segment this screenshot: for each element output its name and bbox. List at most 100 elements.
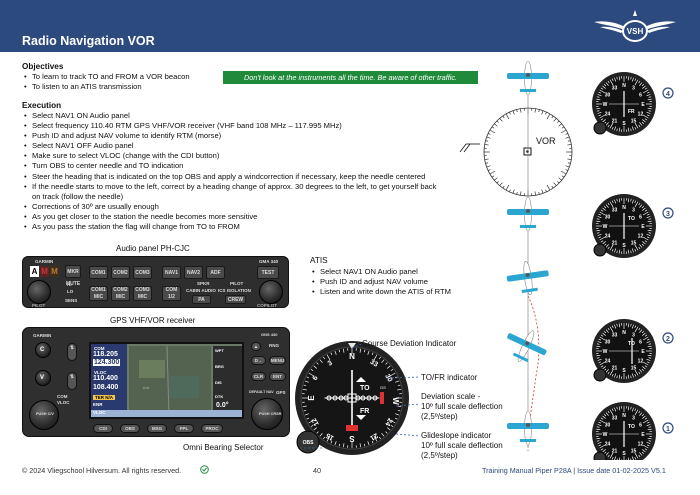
- compass-tick: [394, 417, 398, 420]
- push-cv-knob[interactable]: [29, 400, 59, 430]
- crew-button[interactable]: CREW: [225, 295, 246, 304]
- compass-tick: [631, 456, 634, 460]
- compass-tick: [627, 374, 630, 379]
- compass-tick: [648, 343, 652, 345]
- annotation-leaders: [300, 343, 421, 449]
- proc-button[interactable]: PROC: [201, 424, 223, 433]
- copilot-volume-knob[interactable]: [259, 280, 283, 304]
- mini-dial-label: 30: [605, 423, 611, 429]
- compass-tick: [596, 345, 601, 348]
- nav2-button[interactable]: NAV2: [184, 266, 203, 279]
- direct-to-button[interactable]: D→: [251, 356, 266, 365]
- compass-tick: [641, 451, 645, 455]
- compass-tick: [631, 126, 634, 131]
- zoom-in-button[interactable]: ▲: [251, 342, 261, 351]
- compass-tick: [609, 326, 614, 333]
- pilot-volume-knob[interactable]: [27, 280, 51, 304]
- compass-tick: [614, 373, 617, 378]
- compass-tick: [303, 409, 307, 412]
- com3-button[interactable]: COM3: [133, 266, 152, 279]
- compass-tick: [602, 85, 606, 89]
- compass-tick: [611, 200, 614, 204]
- test-button[interactable]: TEST: [257, 266, 279, 279]
- fpl-button[interactable]: FPL: [174, 424, 194, 433]
- compass-tick: [602, 415, 606, 419]
- compass-tick: [631, 248, 634, 253]
- cdi-button[interactable]: CDI: [93, 424, 113, 433]
- compass-tick: [596, 440, 600, 442]
- compass-tick: [596, 107, 601, 110]
- list-item-continued: on track (follow the needle): [32, 191, 124, 201]
- ent-button[interactable]: ENT: [269, 372, 286, 381]
- mkr-mute-button[interactable]: MKR MUTE: [65, 265, 81, 287]
- mini-dial-label: 30: [605, 93, 611, 99]
- dial-label-12: 12: [311, 417, 321, 427]
- com1-mic-button[interactable]: COM1 MIC: [89, 286, 108, 301]
- obs-button[interactable]: OBS: [120, 424, 140, 433]
- compass-tick: [534, 191, 536, 196]
- compass-tick: [634, 200, 637, 204]
- compass-tick: [512, 110, 515, 115]
- mini-dial-label: 3: [632, 416, 635, 422]
- clr-button[interactable]: CLR: [251, 372, 266, 381]
- gs-label: GS: [380, 385, 386, 390]
- mini-dial-label: W: [603, 224, 608, 230]
- compass-tick: [607, 371, 610, 375]
- compass-tick: [605, 82, 609, 86]
- lubber-line: [348, 343, 356, 349]
- compass-tick: [373, 354, 378, 361]
- compass-tick: [616, 76, 618, 80]
- adf-button[interactable]: ADF: [206, 266, 225, 279]
- obs-knob[interactable]: [296, 430, 320, 454]
- compass-tick: [499, 118, 503, 122]
- compass-tick: [634, 325, 637, 329]
- com2-button[interactable]: COM2: [111, 266, 130, 279]
- compass-tick: [642, 114, 649, 119]
- compass-tick: [560, 129, 567, 134]
- spkr-label: SPKR: [197, 281, 210, 286]
- compass-tick: [616, 128, 618, 132]
- compass-tick: [627, 198, 630, 203]
- com3-mic-button[interactable]: COM3 MIC: [133, 286, 152, 301]
- pa-button[interactable]: PA: [192, 295, 211, 304]
- compass-tick: [599, 114, 606, 119]
- msg-button[interactable]: MSG: [147, 424, 167, 433]
- compass-tick: [598, 236, 602, 239]
- com1-button[interactable]: COM1: [89, 266, 108, 279]
- glideslope-annotation: Glideslope indicator 10º full scale defl…: [421, 431, 503, 461]
- annot-line: Deviation scale -: [421, 392, 481, 401]
- compass-tick: [378, 356, 381, 360]
- compass-tick: [602, 119, 606, 123]
- nav1-button[interactable]: NAV1: [162, 266, 181, 279]
- compass-tick: [605, 412, 609, 416]
- mini-dial-label: 24: [605, 442, 611, 448]
- annot-line: (2,5º/step): [421, 451, 458, 460]
- compass-tick: [602, 366, 606, 370]
- mini-dial-label: 33: [612, 333, 618, 339]
- mini-dial-label: 15: [631, 240, 637, 246]
- vloc-flip-button[interactable]: ⇅: [67, 372, 77, 390]
- push-crsr-knob[interactable]: [251, 398, 283, 430]
- compass-tick: [616, 198, 618, 202]
- vloc-volume-knob[interactable]: [35, 370, 51, 386]
- vloc-standby-freq: 108.400: [93, 384, 119, 391]
- compass-tick: [363, 443, 366, 447]
- com-volume-knob[interactable]: [35, 342, 51, 358]
- compass-tick: [614, 199, 617, 204]
- list-item: Select NAV1 OFF Audio panel: [24, 141, 436, 151]
- compass-tick: [616, 250, 618, 254]
- mini-dial-label: N: [622, 413, 626, 419]
- com-flip-button[interactable]: ⇅: [67, 343, 77, 361]
- compass-tick: [599, 336, 606, 341]
- compass-tick: [319, 433, 323, 437]
- marker-m-light: M: [40, 266, 49, 277]
- cdi-instrument: N 33 30 W 24 21 S 15 12 E 6 3 TO FR GS O…: [295, 341, 409, 455]
- menu-button[interactable]: MENU: [269, 356, 286, 365]
- compass-tick: [596, 98, 601, 101]
- compass-tick: [596, 110, 600, 112]
- compass-tick: [397, 409, 401, 412]
- com12-button[interactable]: COM 1/2: [162, 286, 181, 301]
- com2-mic-button[interactable]: COM2 MIC: [111, 286, 130, 301]
- compass-tick: [487, 133, 491, 135]
- compass-tick: [485, 162, 489, 164]
